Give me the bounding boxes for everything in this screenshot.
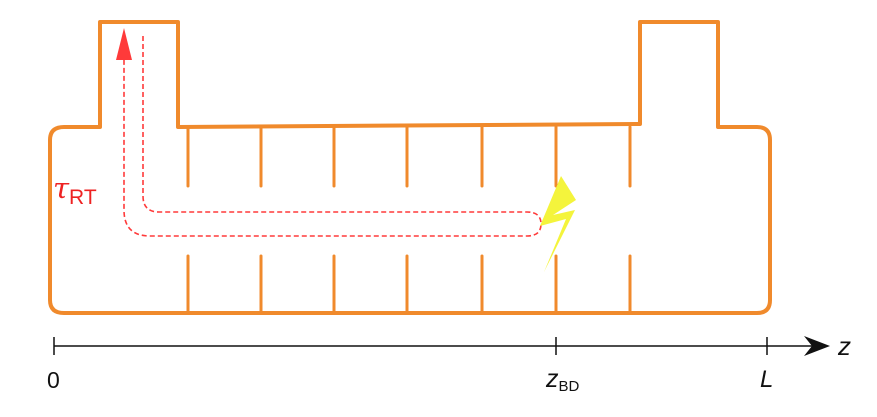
round-trip-path <box>123 36 542 237</box>
zero-label: 0 <box>47 367 60 393</box>
upper-cell-walls <box>186 125 632 188</box>
length-label: L <box>760 366 773 393</box>
structure-outline <box>48 20 772 315</box>
zbd-symbol: z <box>545 365 559 393</box>
tau-rt-label: τRT <box>53 171 97 209</box>
lower-cell-walls <box>186 254 632 315</box>
return-arrow-icon <box>116 28 132 60</box>
zbd-subscript: BD <box>559 378 580 395</box>
lightning-bolt-icon <box>540 176 576 272</box>
arrow-right-icon <box>804 336 830 356</box>
zbd-label: zBD <box>545 365 580 395</box>
tau-symbol: τ <box>53 171 70 205</box>
tau-subscript: RT <box>69 186 97 209</box>
z-axis-label: z <box>837 331 851 361</box>
